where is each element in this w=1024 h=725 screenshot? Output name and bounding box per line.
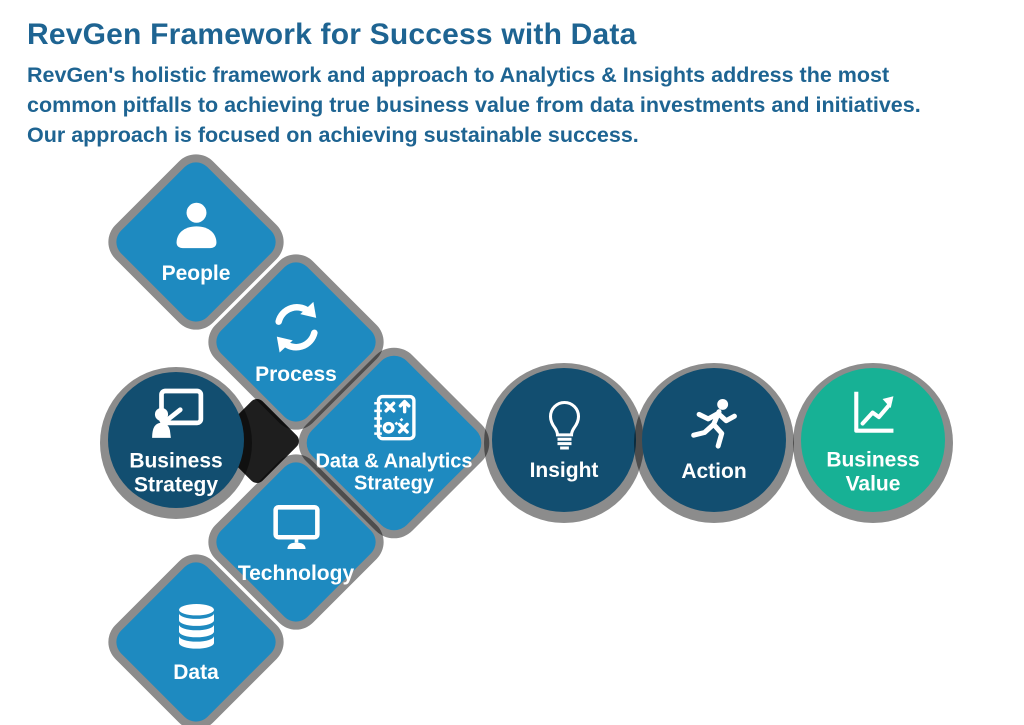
diamond-people: People [109,155,283,329]
strategy-playbook-icon [373,394,416,441]
process-cycle-icon [274,301,318,353]
database-icon [178,604,214,649]
node-label: Business Value [826,448,920,495]
lightbulb-icon [548,401,580,450]
computer-monitor-icon [272,505,320,549]
node-label: Action [681,460,747,484]
diamond-data-analytics-strategy: Data & Analytics Strategy [299,348,489,538]
description-line: RevGen's holistic framework and approach… [27,63,890,87]
circle-business-strategy: Business Strategy [108,372,244,508]
circle-business-value: Business Value [801,368,945,512]
page-title: RevGen Framework for Success with Data [27,18,637,51]
diamond-process: Process [209,255,383,429]
circle-action: Action [642,368,786,512]
presenter-whiteboard-icon [151,388,203,438]
page-description: RevGen's holistic framework and approach… [27,60,921,150]
node-label: Data [173,661,219,685]
node-label: Insight [529,459,599,483]
node-label: Technology [237,562,355,586]
running-person-icon [690,398,737,449]
diamond-technology: Technology [209,455,383,629]
description-line: Our approach is focused on achieving sus… [27,123,639,147]
growth-chart-icon [853,391,893,433]
description-line: common pitfalls to achieving true busine… [27,93,921,117]
diamond-data: Data [109,555,283,725]
node-label: Process [255,363,337,387]
node-label: Data & Analytics Strategy [315,450,473,495]
person-icon [176,202,216,249]
node-label: Business Strategy [129,449,223,496]
node-label: People [161,262,231,286]
circle-insight: Insight [492,368,636,512]
